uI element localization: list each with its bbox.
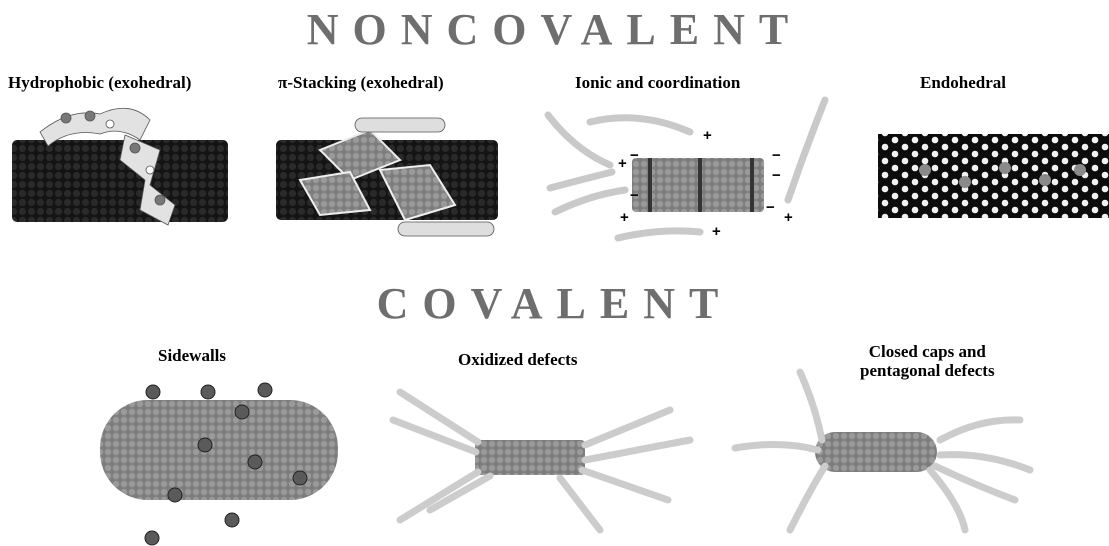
plus-charge: + xyxy=(784,209,793,226)
closed-caps-nanotube xyxy=(815,432,937,472)
hydrophobic-nanotube xyxy=(12,140,228,222)
plus-charge: + xyxy=(620,209,629,226)
endohedral-nanotube xyxy=(878,134,1109,218)
ionic-nanotube xyxy=(632,158,764,212)
minus-charge: − xyxy=(630,147,639,164)
oxidized-nanotube xyxy=(475,440,585,475)
plus-charge: + xyxy=(712,223,721,240)
minus-charge: − xyxy=(766,199,775,216)
minus-charge: − xyxy=(772,147,781,164)
minus-charge: − xyxy=(772,167,781,184)
plus-charge: + xyxy=(703,127,712,144)
plus-charge: + xyxy=(618,155,627,172)
minus-charge: − xyxy=(630,187,639,204)
